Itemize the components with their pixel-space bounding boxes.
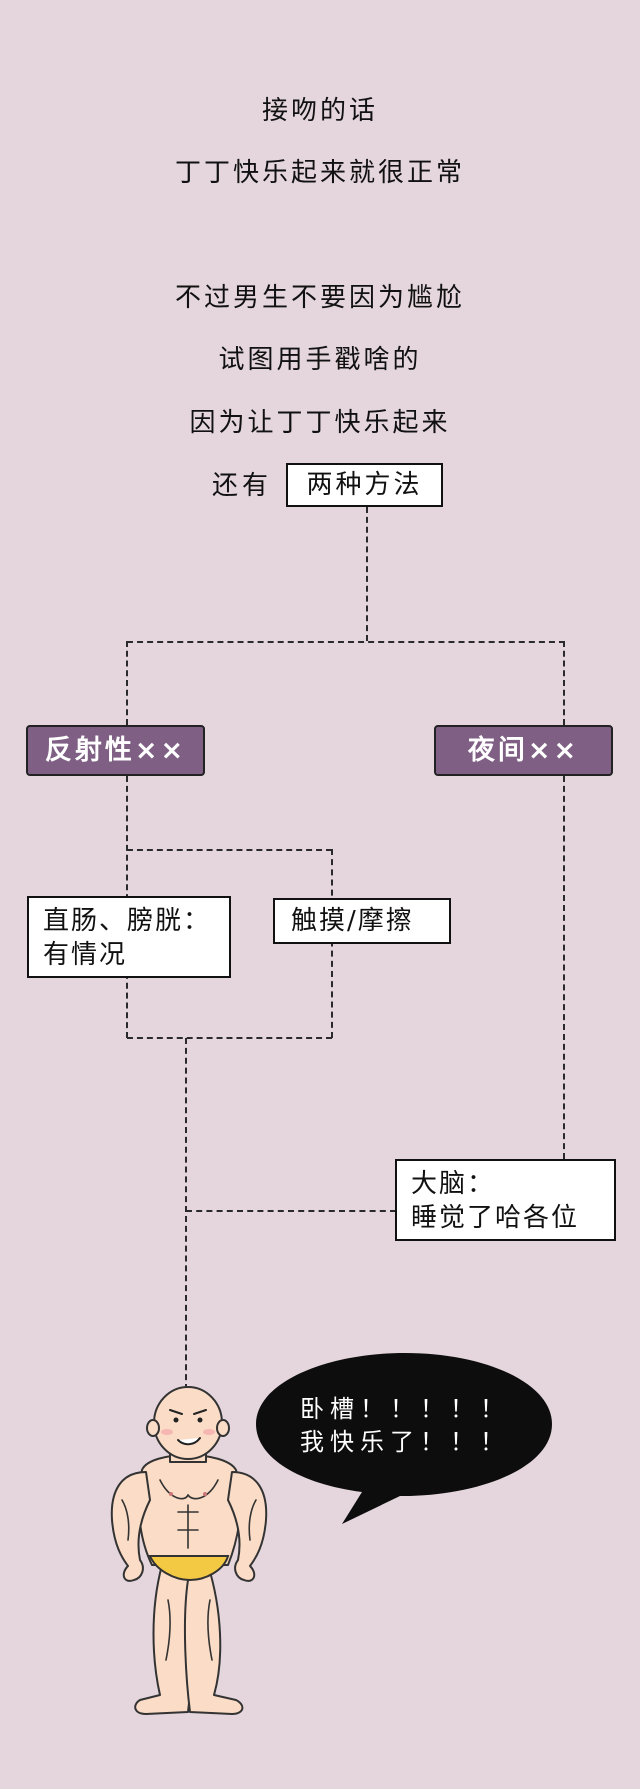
- methods-box: 两种方法: [286, 463, 443, 507]
- connector-to-man: [185, 1038, 187, 1390]
- brain-box: 大脑： 睡觉了哈各位: [395, 1159, 616, 1241]
- intro-line-4: 试图用手戳啥的: [218, 345, 422, 375]
- intro-line-3: 不过男生不要因为尴尬: [174, 283, 465, 313]
- intro-line-6-prefix: 还有: [212, 471, 273, 501]
- connector-reflex-merge: [127, 1037, 332, 1039]
- connector-top-split: [127, 641, 565, 643]
- torso: [137, 1454, 242, 1566]
- rectum-line-2: 有情况: [43, 940, 128, 970]
- brain-line-2: 睡觉了哈各位: [411, 1203, 580, 1233]
- brain-line-1: 大脑：: [411, 1169, 496, 1199]
- left-arm: [110, 1471, 151, 1582]
- connector-reflex-split: [127, 849, 332, 851]
- connector-right-drop: [563, 641, 565, 725]
- right-leg: [183, 1564, 244, 1715]
- left-ear: [146, 1419, 160, 1437]
- intro-line-5: 因为让丁丁快乐起来: [189, 408, 451, 438]
- connector-brain-link: [186, 1210, 396, 1212]
- left-leg: [134, 1564, 195, 1715]
- speech-line-1: 卧槽！！！！！: [300, 1395, 510, 1423]
- rectum-bladder-box: 直肠、膀胱： 有情况: [27, 896, 231, 978]
- intro-line-1: 接吻的话: [261, 96, 378, 126]
- intro-line-2: 丁丁快乐起来就很正常: [174, 158, 465, 188]
- connector-night-stem: [563, 776, 565, 1159]
- night-box: 夜间××: [434, 725, 613, 776]
- yellow-briefs: [148, 1555, 230, 1582]
- connector-top-stem: [366, 507, 368, 641]
- speech-line-2: 我快乐了！！！: [300, 1428, 510, 1456]
- head: [153, 1386, 223, 1460]
- neck: [169, 1444, 207, 1463]
- connector-left-drop: [126, 641, 128, 725]
- reflex-box: 反射性××: [26, 725, 205, 776]
- touch-box: 触摸/摩擦: [273, 898, 451, 944]
- right-arm: [227, 1471, 268, 1582]
- rectum-line-1: 直肠、膀胱：: [43, 906, 212, 936]
- right-ear: [216, 1419, 230, 1437]
